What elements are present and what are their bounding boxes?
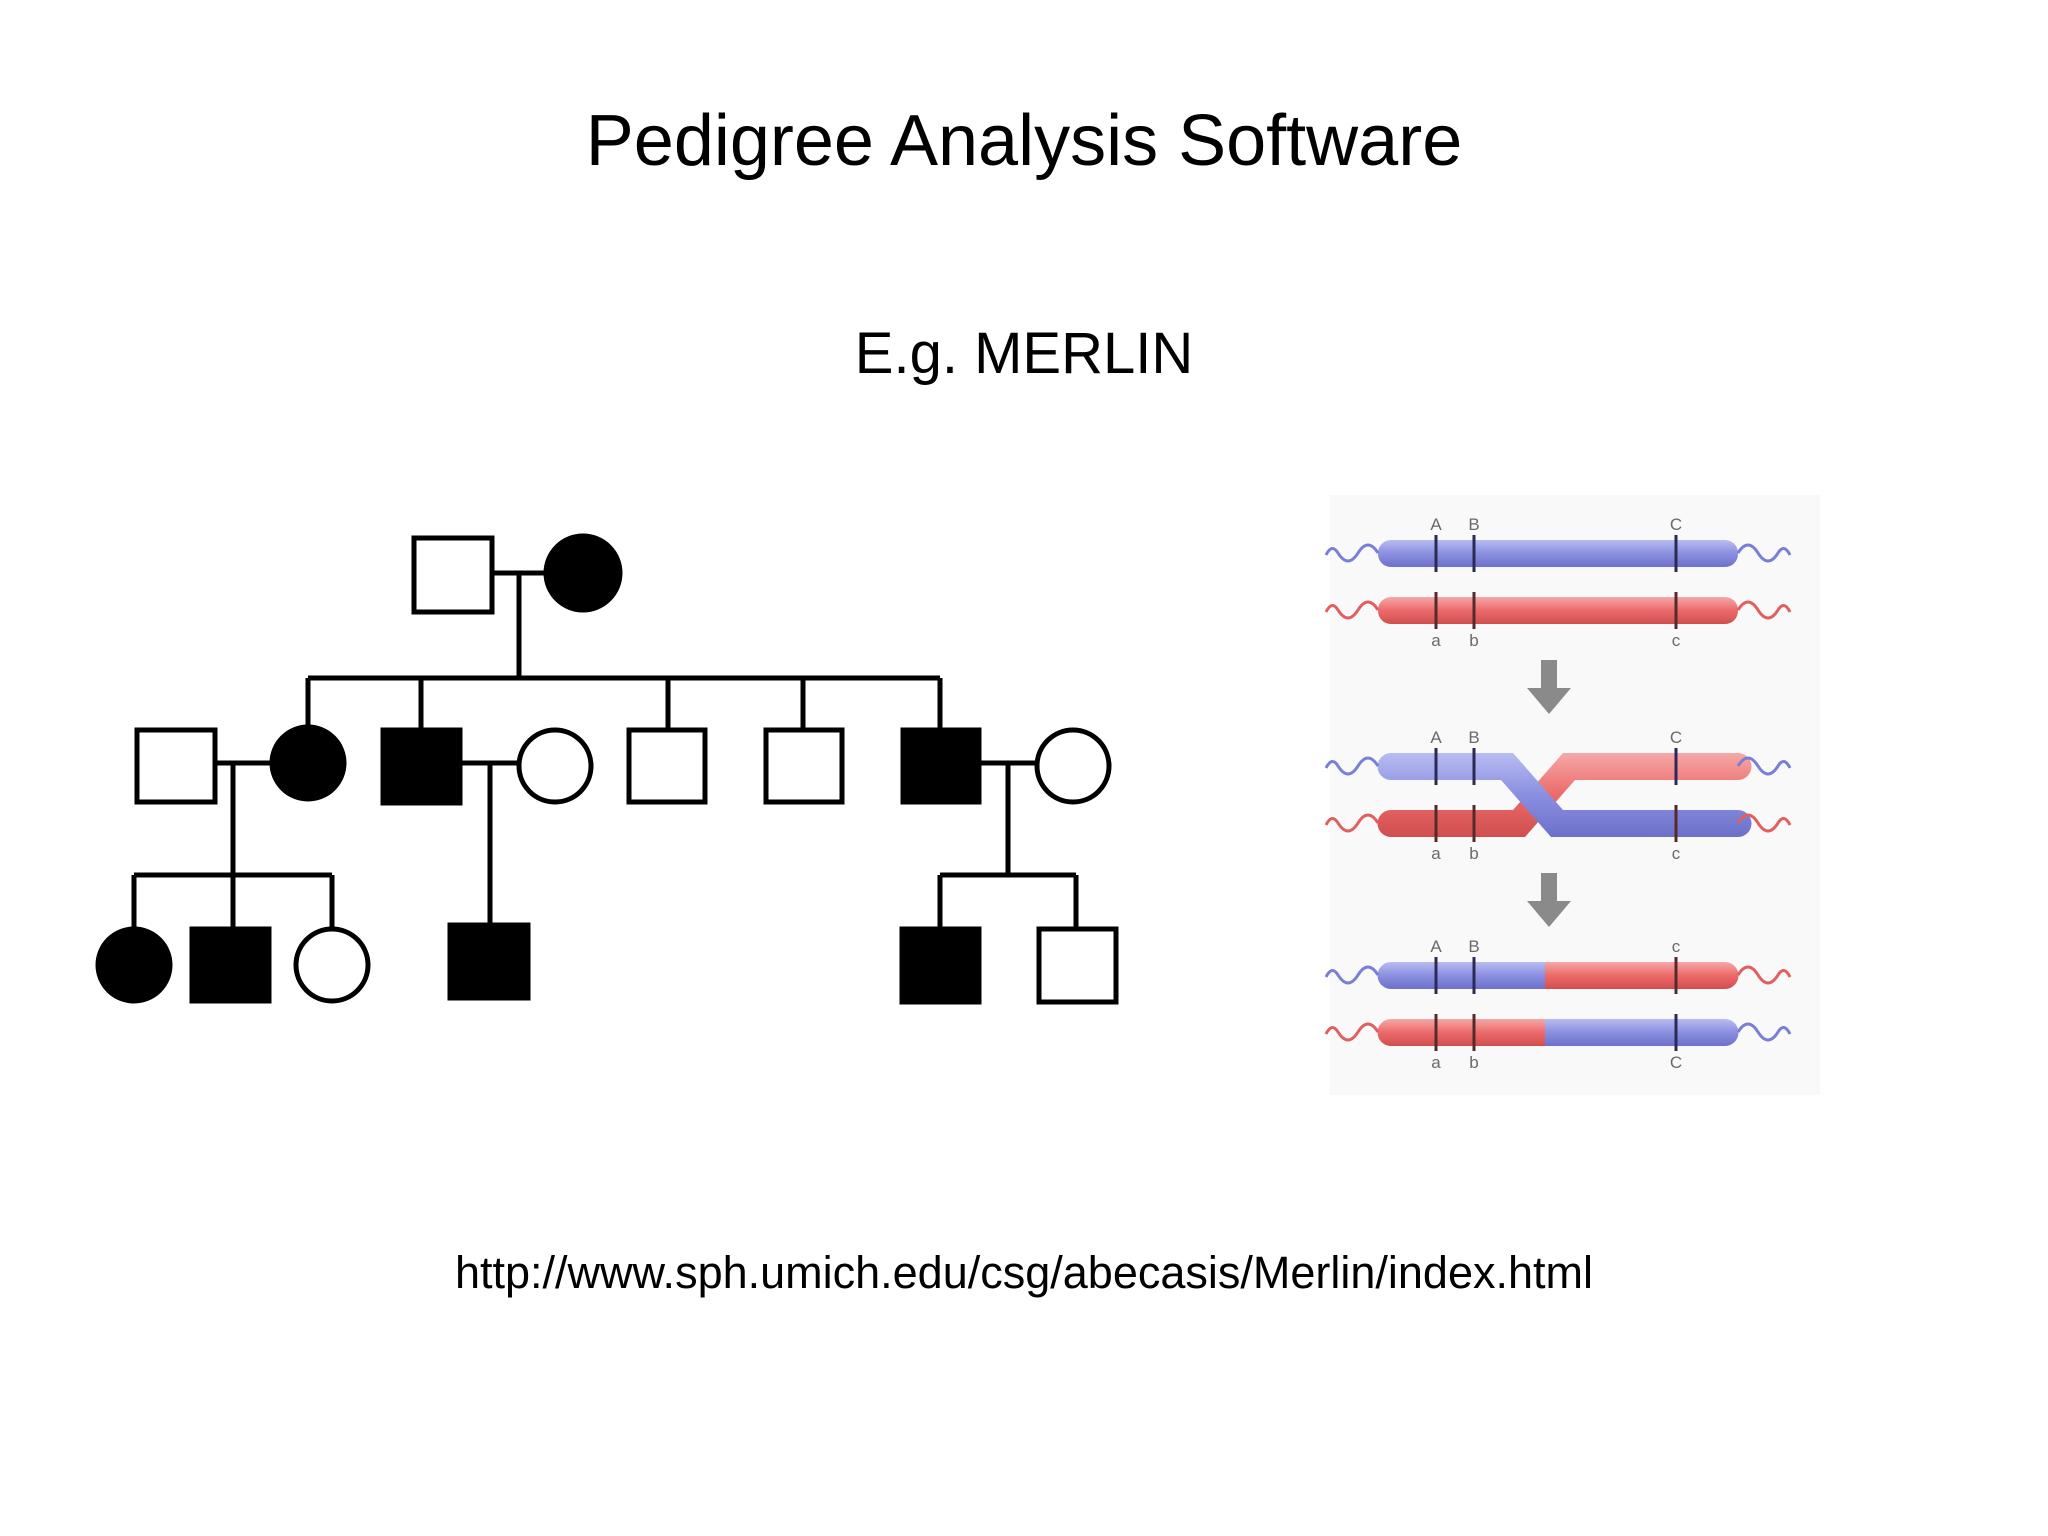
chromosome-red-blue-recombinant bbox=[1377, 1019, 1545, 1046]
dna-fray-icon bbox=[1736, 756, 1792, 776]
locus-label: c bbox=[1672, 631, 1681, 650]
locus-label: b bbox=[1469, 1053, 1478, 1072]
locus-label: A bbox=[1430, 515, 1442, 534]
recombination-panel-before: A B C a b c bbox=[1324, 515, 1792, 650]
locus-label: c bbox=[1672, 844, 1681, 863]
dna-fray-icon bbox=[1736, 543, 1792, 563]
chromosome-blue-red-recombinant bbox=[1377, 962, 1545, 989]
locus-label: A bbox=[1430, 937, 1442, 956]
pedigree-gen1-male-unaffected bbox=[411, 535, 495, 615]
dna-fray-icon bbox=[1736, 965, 1792, 985]
dna-fray-icon bbox=[1736, 600, 1792, 620]
pedigree-gen2-male-affected bbox=[380, 727, 463, 806]
chromosome-blue-red-recombinant bbox=[1545, 962, 1739, 989]
locus-label: a bbox=[1431, 844, 1441, 863]
recombination-panel-after: A B c a b C bbox=[1324, 937, 1792, 1072]
locus-label: b bbox=[1469, 844, 1478, 863]
pedigree-gen3-male-affected bbox=[899, 926, 982, 1005]
locus-label: C bbox=[1670, 1053, 1682, 1072]
dna-fray-icon bbox=[1324, 813, 1380, 833]
chromosome-blue bbox=[1378, 540, 1738, 567]
pedigree-gen3-female-affected bbox=[95, 926, 173, 1004]
locus-label: a bbox=[1431, 631, 1441, 650]
pedigree-gen2-male-unaffected bbox=[763, 727, 845, 805]
dna-fray-icon bbox=[1324, 756, 1380, 776]
pedigree-gen2-male-unaffected-spouse bbox=[134, 727, 218, 805]
pedigree-gen3-male-affected bbox=[447, 922, 531, 1001]
pedigree-gen2-female-affected bbox=[269, 724, 347, 802]
slide-subtitle: E.g. MERLIN bbox=[854, 321, 1194, 386]
locus-label: b bbox=[1469, 631, 1478, 650]
pedigree-gen3-male-unaffected bbox=[1036, 926, 1119, 1005]
slide-title: Pedigree Analysis Software bbox=[585, 101, 1463, 181]
chromosome-red-blue-recombinant bbox=[1545, 1019, 1739, 1046]
merlin-url-link[interactable]: http://www.sph.umich.edu/csg/abecasis/Me… bbox=[454, 1247, 1593, 1298]
dna-fray-icon bbox=[1736, 813, 1792, 833]
chromosome-red bbox=[1377, 753, 1752, 837]
locus-label: B bbox=[1468, 728, 1479, 747]
locus-label: B bbox=[1468, 937, 1479, 956]
dna-fray-icon bbox=[1324, 543, 1380, 563]
dna-fray-icon bbox=[1324, 1022, 1380, 1042]
locus-label: C bbox=[1670, 728, 1682, 747]
pedigree-gen2-female-unaffected-spouse bbox=[1034, 727, 1112, 805]
locus-label: c bbox=[1672, 937, 1681, 956]
locus-label: a bbox=[1431, 1053, 1441, 1072]
chromosome-red bbox=[1378, 597, 1738, 624]
pedigree-gen2-female-unaffected-spouse bbox=[516, 727, 594, 805]
chromosome-blue bbox=[1377, 753, 1752, 837]
locus-label: B bbox=[1468, 515, 1479, 534]
dna-fray-icon bbox=[1324, 600, 1380, 620]
dna-fray-icon bbox=[1324, 965, 1380, 985]
down-arrow-icon bbox=[1527, 873, 1571, 927]
down-arrow-icon bbox=[1527, 660, 1571, 714]
locus-label: A bbox=[1430, 728, 1442, 747]
dna-fray-icon bbox=[1736, 1022, 1792, 1042]
locus-label: C bbox=[1670, 515, 1682, 534]
pedigree-gen2-male-affected bbox=[900, 727, 982, 805]
pedigree-gen3-female-unaffected bbox=[293, 926, 371, 1004]
pedigree-gen3-male-affected bbox=[189, 926, 272, 1004]
pedigree-gen2-male-unaffected bbox=[626, 727, 708, 805]
recombination-panel-crossover: A B C a b c bbox=[1324, 728, 1792, 863]
